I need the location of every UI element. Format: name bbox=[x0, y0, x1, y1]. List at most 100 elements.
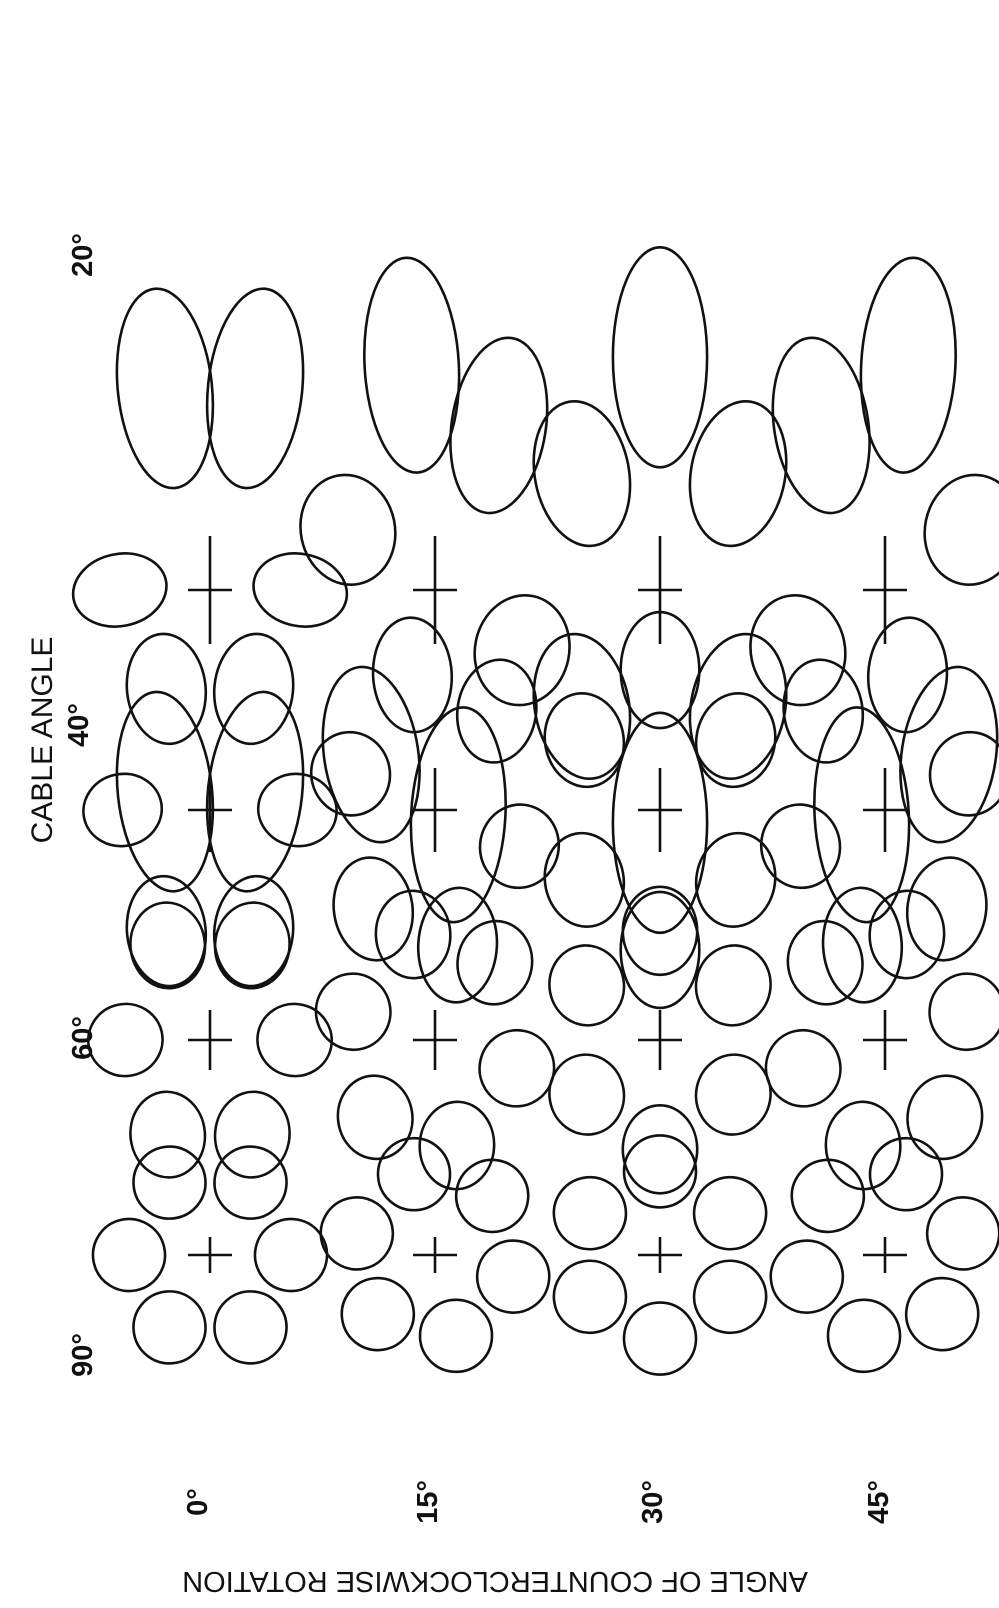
wire-section bbox=[688, 399, 788, 548]
wire-section bbox=[824, 1100, 902, 1191]
wire-section bbox=[115, 690, 215, 893]
wire-section bbox=[363, 256, 461, 474]
wire-section bbox=[692, 1175, 768, 1251]
wire-section bbox=[868, 1136, 944, 1212]
strand-cross-section bbox=[71, 287, 349, 893]
cable-angle-header: CABLE ANGLE bbox=[26, 637, 59, 844]
wire-section bbox=[868, 889, 946, 980]
strand-cross-section bbox=[86, 901, 334, 1179]
wire-section bbox=[552, 1175, 628, 1251]
wire-section bbox=[252, 552, 349, 628]
wire-section bbox=[86, 1002, 164, 1078]
wire-section bbox=[478, 803, 561, 890]
wire-section bbox=[82, 772, 164, 848]
wire-section bbox=[409, 706, 507, 924]
wire-section bbox=[332, 856, 415, 962]
strand-cross-section bbox=[299, 256, 571, 924]
rotation-axis-title: ANGLE OF COUNTERCLOCKWISE ROTATION bbox=[182, 1565, 808, 1597]
wire-section bbox=[928, 730, 999, 817]
wire-section bbox=[821, 886, 904, 1004]
wire-section bbox=[899, 665, 999, 844]
wire-section bbox=[694, 944, 772, 1027]
wire-section bbox=[904, 1276, 980, 1352]
strand-cross-section bbox=[769, 1136, 999, 1374]
wire-section bbox=[71, 552, 168, 628]
cable-angle-label-90: 90° bbox=[67, 1333, 99, 1377]
wire-section bbox=[905, 856, 988, 962]
wire-section bbox=[622, 1134, 698, 1209]
wire-section bbox=[859, 256, 957, 474]
wire-section bbox=[213, 1090, 291, 1179]
wire-section bbox=[782, 658, 865, 764]
wire-section bbox=[213, 901, 291, 990]
wire-section bbox=[449, 336, 549, 515]
wire-section bbox=[129, 901, 207, 990]
wire-section bbox=[91, 1217, 167, 1293]
wire-section bbox=[299, 473, 397, 586]
wire-section bbox=[418, 1298, 494, 1374]
wire-section bbox=[473, 594, 571, 707]
wire-section bbox=[454, 1158, 530, 1234]
wire-section bbox=[769, 1239, 845, 1314]
strand-cross-section bbox=[91, 1145, 329, 1365]
wire-section bbox=[340, 1276, 416, 1352]
wire-section bbox=[213, 1290, 288, 1365]
strand-cross-section bbox=[532, 245, 788, 935]
wire-section bbox=[771, 336, 871, 515]
wire-section bbox=[132, 1290, 207, 1365]
wire-section bbox=[621, 1104, 699, 1195]
wire-section bbox=[621, 885, 699, 977]
wire-section bbox=[694, 831, 777, 928]
wire-section bbox=[790, 1158, 866, 1234]
wire-section bbox=[212, 874, 295, 988]
strand-cross-section bbox=[552, 1134, 768, 1376]
wire-section bbox=[125, 874, 208, 988]
strand-cross-section bbox=[319, 1136, 551, 1374]
wire-section bbox=[253, 1217, 329, 1293]
rotation-label-30: 30° bbox=[637, 1480, 669, 1524]
wire-section bbox=[619, 890, 701, 1010]
wire-section bbox=[826, 1298, 902, 1374]
wire-section bbox=[115, 287, 215, 490]
wire-section bbox=[376, 1136, 452, 1212]
wire-section bbox=[611, 245, 709, 469]
strand-cross-section bbox=[82, 632, 338, 988]
wire-section bbox=[418, 1100, 496, 1191]
wire-section bbox=[129, 1090, 207, 1179]
wire-section bbox=[314, 972, 392, 1052]
strand-cross-section bbox=[749, 256, 999, 924]
wire-section bbox=[923, 473, 999, 586]
rotation-label-15: 15° bbox=[412, 1480, 444, 1524]
wire-section bbox=[478, 1028, 556, 1108]
wire-section bbox=[256, 1002, 334, 1078]
wire-section bbox=[321, 665, 421, 844]
wire-section bbox=[813, 706, 911, 924]
cable-angle-label-20: 20° bbox=[67, 233, 99, 277]
strand-cross-section bbox=[764, 889, 999, 1191]
wire-section bbox=[552, 1259, 628, 1335]
wire-section bbox=[611, 711, 709, 935]
wire-section bbox=[213, 1145, 288, 1220]
wire-section bbox=[132, 1145, 207, 1220]
wire-section bbox=[543, 831, 626, 928]
wire-section bbox=[692, 1259, 768, 1335]
wire-section bbox=[205, 690, 305, 893]
cable-angle-label-40: 40° bbox=[63, 703, 95, 747]
wire-section bbox=[319, 1196, 395, 1271]
wire-section bbox=[336, 1074, 414, 1161]
wire-section bbox=[532, 632, 632, 781]
wire-section bbox=[532, 399, 632, 548]
strand-cross-section bbox=[543, 610, 777, 1010]
wire-section bbox=[475, 1239, 551, 1314]
wire-section bbox=[456, 919, 534, 1006]
wire-section bbox=[906, 1074, 984, 1161]
cross-section-grid bbox=[71, 245, 999, 1376]
wire-section bbox=[928, 972, 999, 1052]
wire-section bbox=[759, 803, 842, 890]
wire-section bbox=[416, 886, 499, 1004]
wire-section bbox=[125, 632, 208, 746]
wire-section bbox=[764, 1028, 842, 1108]
wire-section bbox=[309, 730, 392, 817]
